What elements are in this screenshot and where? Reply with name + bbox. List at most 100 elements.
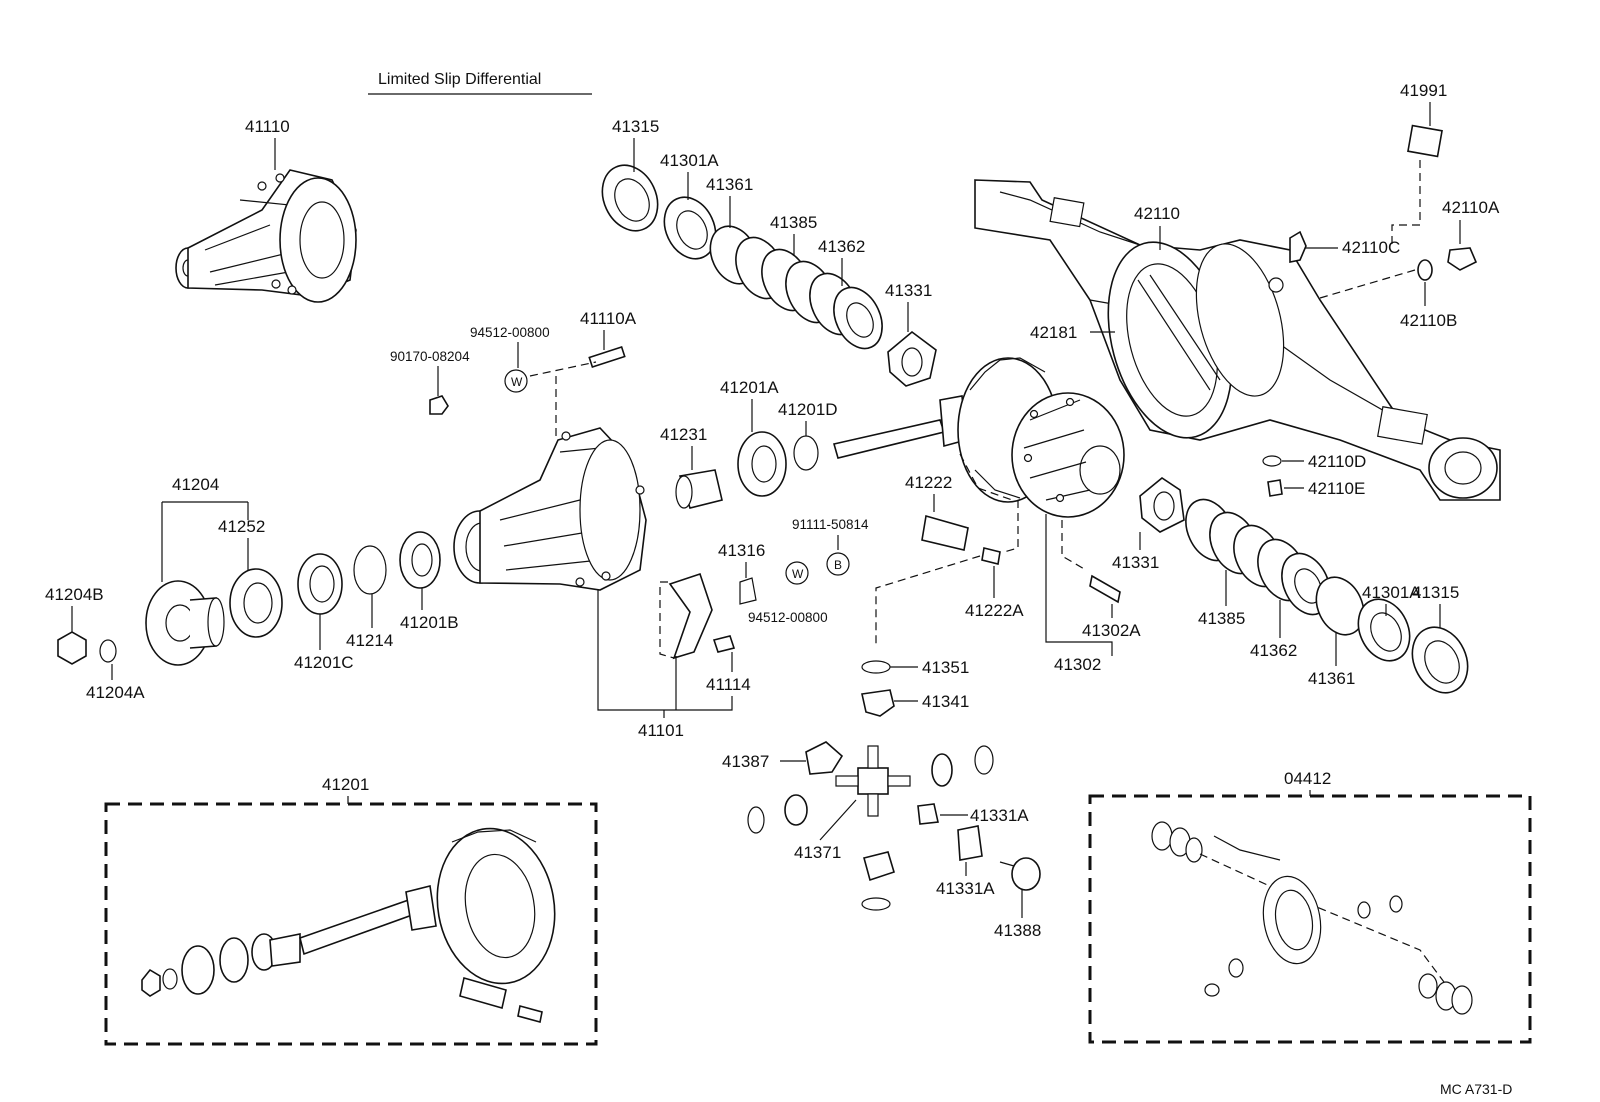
label-41361-top: 41361 <box>706 175 753 194</box>
label-41201: 41201 <box>322 775 369 794</box>
leader-41991 <box>1391 160 1421 245</box>
lock-41222-drawing <box>921 514 969 551</box>
label-41351: 41351 <box>922 658 969 677</box>
label-41101: 41101 <box>638 721 684 740</box>
label-42110: 42110 <box>1134 204 1180 223</box>
label-41222: 41222 <box>905 473 952 492</box>
spacer-41214-drawing <box>353 545 387 595</box>
gasket-kit-drawing <box>1151 821 1473 1015</box>
label-41201C: 41201C <box>294 653 354 672</box>
spring-large-drawing <box>957 825 983 861</box>
figure-code: MC A731-D <box>1440 1081 1512 1097</box>
label-41362-bot: 41362 <box>1250 641 1297 660</box>
carrier-housing-assembly-drawing <box>175 169 357 303</box>
label-42110E: 42110E <box>1308 479 1365 498</box>
differential-case-drawing <box>832 357 1125 518</box>
label-41201D: 41201D <box>778 400 838 419</box>
label-41214: 41214 <box>346 631 393 650</box>
plug-41388-drawing <box>1011 857 1041 891</box>
breather-drawing <box>1289 230 1307 263</box>
pinion-upper-drawing <box>931 753 953 787</box>
bolt-symbol <box>826 552 850 576</box>
label-41204: 41204 <box>172 475 219 494</box>
label-41371: 41371 <box>794 843 841 862</box>
washer-upper-drawing <box>974 745 994 775</box>
gasket-42110D-drawing <box>1262 455 1282 467</box>
upper-lsd-stack-drawing <box>601 164 937 387</box>
oil-seal-41252-drawing <box>229 568 283 638</box>
label-42110C: 42110C <box>1342 238 1400 257</box>
label-41387: 41387 <box>722 752 769 771</box>
carrier-case-drawing <box>453 427 647 591</box>
label-41991: 41991 <box>1400 81 1447 100</box>
label-41201A: 41201A <box>720 378 779 397</box>
plug-42110E-drawing <box>1267 479 1283 497</box>
label-04412: 04412 <box>1284 769 1331 788</box>
spring-small-drawing <box>917 803 939 825</box>
washer-41204A-drawing <box>99 639 117 663</box>
label-41252: 41252 <box>218 517 265 536</box>
nut-90170-drawing <box>429 395 449 415</box>
label-42110B: 42110B <box>1400 311 1457 330</box>
label-41362-top: 41362 <box>818 237 865 256</box>
label-41331-bot: 41331 <box>1112 553 1159 572</box>
label-41231: 41231 <box>660 425 707 444</box>
label-41201B: 41201B <box>400 613 459 632</box>
label-41388: 41388 <box>994 921 1041 940</box>
label-41222A: 41222A <box>965 601 1024 620</box>
label-94512-top: 94512-00800 <box>470 325 550 340</box>
washer-symbol-bot <box>785 561 809 585</box>
label-41331A-1: 41331A <box>970 806 1029 825</box>
bearing-cap-drawing <box>668 572 713 660</box>
label-41316: 41316 <box>718 541 765 560</box>
label-41110: 41110 <box>245 117 290 136</box>
label-41315-top: 41315 <box>612 117 659 136</box>
bolt-41302A-drawing <box>1089 574 1121 604</box>
label-41385-top: 41385 <box>770 213 817 232</box>
washer-41351-drawing <box>861 660 891 674</box>
stud-drawing <box>588 345 626 369</box>
washer-left-drawing <box>747 806 765 834</box>
filler-plug-drawing <box>1447 247 1478 271</box>
bolt-41222A-drawing <box>981 547 1001 565</box>
gasket-42110B-drawing <box>1417 259 1433 281</box>
diagram-title: Limited Slip Differential <box>378 71 541 88</box>
label-41315-bot: 41315 <box>1412 583 1459 602</box>
label-94512-bot: 94512-00800 <box>748 610 828 625</box>
washer-lower-drawing <box>861 897 891 911</box>
label-41361-bot: 41361 <box>1308 669 1355 688</box>
label-41114: 41114 <box>706 675 751 694</box>
bolt-symbol-text: B <box>834 558 842 572</box>
ring-and-pinion-drawing <box>141 827 556 1023</box>
label-91111: 91111-50814 <box>792 517 869 532</box>
bolt-41114-drawing <box>712 635 736 653</box>
lock-41316-drawing <box>739 577 757 605</box>
box-41201 <box>104 802 598 1046</box>
companion-flange-drawing <box>145 580 225 666</box>
label-41301A-top: 41301A <box>660 151 719 170</box>
pinion-left-drawing <box>784 794 808 826</box>
label-41331A-2: 41331A <box>936 879 995 898</box>
washer-symbol-text-bot: W <box>792 567 804 581</box>
bearing-41201B-drawing <box>399 531 441 589</box>
label-41204B: 41204B <box>45 585 104 604</box>
pinion-lower-drawing <box>863 851 895 882</box>
label-42181: 42181 <box>1030 323 1077 342</box>
label-41331-top: 41331 <box>885 281 932 300</box>
label-41110A: 41110A <box>580 309 637 328</box>
label-42110A: 42110A <box>1442 198 1500 217</box>
label-41204A: 41204A <box>86 683 145 702</box>
axle-housing-drawing <box>974 179 1501 501</box>
plate-41387-drawing <box>805 741 844 775</box>
label-41302: 41302 <box>1054 655 1101 674</box>
label-41301A-bot: 41301A <box>1362 583 1421 602</box>
label-42110D: 42110D <box>1308 452 1366 471</box>
bearing-41201C-drawing <box>297 553 343 615</box>
label-90170: 90170-08204 <box>390 349 470 364</box>
label-41302A: 41302A <box>1082 621 1141 640</box>
caution-plate-drawing <box>1407 124 1443 158</box>
washer-41201D-drawing <box>793 435 819 471</box>
spider-41371-drawing <box>835 745 911 817</box>
label-41341: 41341 <box>922 692 969 711</box>
